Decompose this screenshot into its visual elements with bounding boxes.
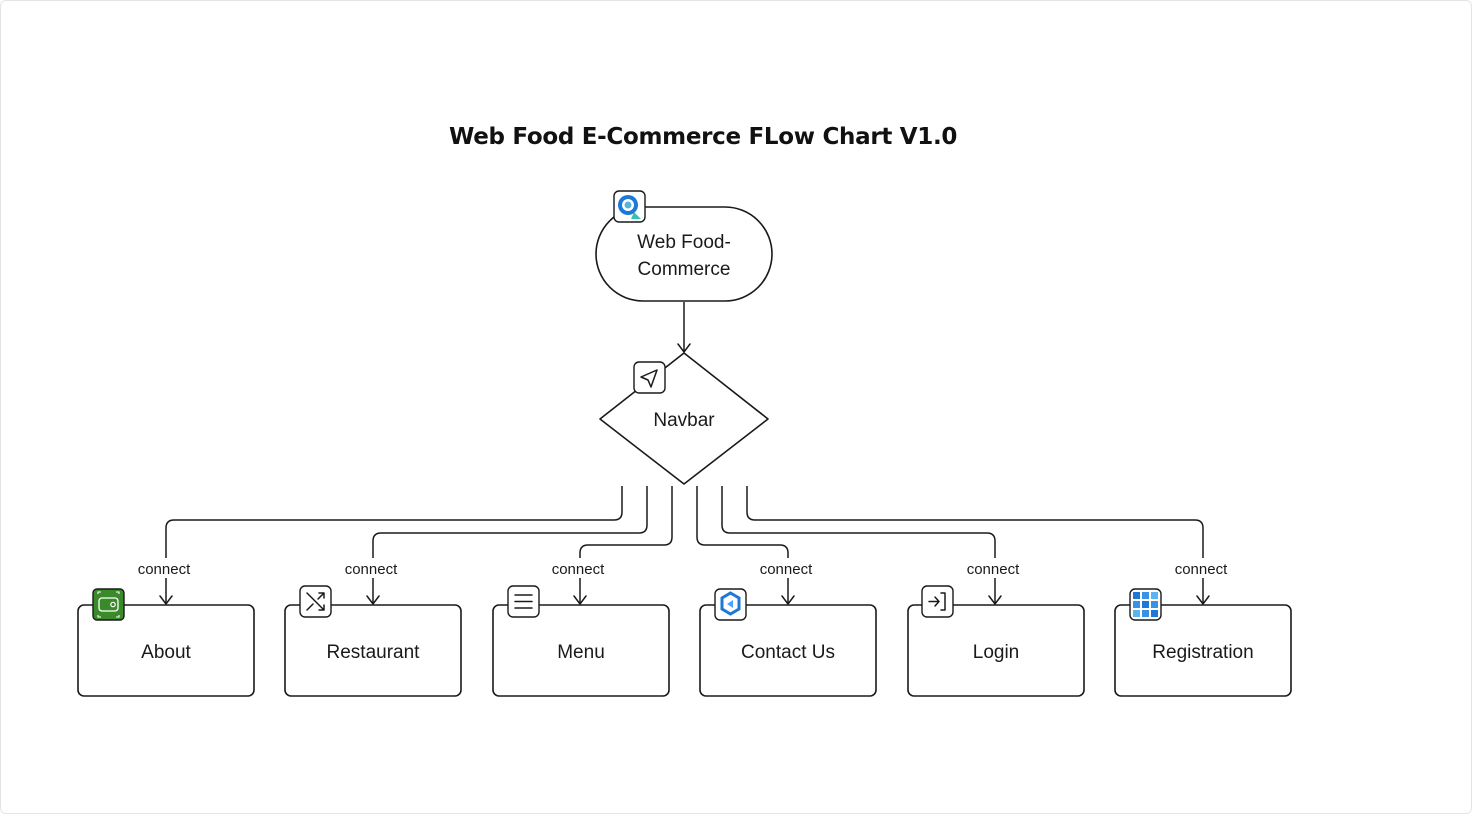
svg-text:connect: connect — [552, 561, 605, 578]
svg-text:connect: connect — [1175, 561, 1228, 578]
page-label-restaurant: Restaurant — [327, 642, 421, 663]
svg-text:connect: connect — [138, 561, 191, 578]
edge-menu — [573, 486, 673, 606]
edge-label-login: connect — [961, 558, 1025, 578]
blue-hexagon-icon — [714, 588, 747, 621]
edge-label-registration: connect — [1169, 558, 1233, 578]
svg-text:connect: connect — [345, 561, 398, 578]
green-device-icon — [92, 588, 125, 621]
page-label-about: About — [141, 642, 191, 663]
edge-label-menu: connect — [546, 558, 610, 578]
edge-label-contact: connect — [754, 558, 818, 578]
page-node-restaurant[interactable]: Restaurant — [284, 604, 462, 697]
edge-about — [159, 486, 623, 606]
navigation-arrow-icon — [633, 361, 666, 394]
page-node-contact-us[interactable]: Contact Us — [699, 604, 877, 697]
navbar-label: Navbar — [653, 410, 715, 431]
page-node-login[interactable]: Login — [907, 604, 1085, 697]
page-node-registration[interactable]: Registration — [1114, 604, 1292, 697]
page-label-registration: Registration — [1152, 642, 1253, 663]
edge-registration — [746, 486, 1210, 606]
edge-label-about: connect — [132, 558, 196, 578]
page-node-about[interactable]: About — [77, 604, 255, 697]
page-label-login: Login — [973, 642, 1020, 663]
menu-lines-icon — [507, 585, 540, 618]
root-node[interactable]: Web Food- Commerce — [595, 206, 773, 302]
edge-contact — [696, 486, 795, 606]
edge-login — [721, 486, 1002, 606]
blue-grid-icon — [1129, 588, 1162, 621]
edge-restaurant — [366, 486, 648, 606]
azure-monitor-icon — [613, 190, 646, 223]
root-label-line1: Web Food- — [637, 232, 731, 253]
root-label-line2: Commerce — [638, 259, 731, 280]
login-icon — [921, 585, 954, 618]
page-label-menu: Menu — [557, 642, 605, 663]
edge-label-restaurant: connect — [339, 558, 403, 578]
svg-text:connect: connect — [967, 561, 1020, 578]
page-node-menu[interactable]: Menu — [492, 604, 670, 697]
page-label-contact-us: Contact Us — [741, 642, 835, 663]
diagram-title: Web Food E-Commerce FLow Chart V1.0 — [449, 124, 958, 150]
shuffle-icon — [299, 585, 332, 618]
svg-text:connect: connect — [760, 561, 813, 578]
navbar-decision[interactable]: Navbar — [599, 352, 769, 485]
